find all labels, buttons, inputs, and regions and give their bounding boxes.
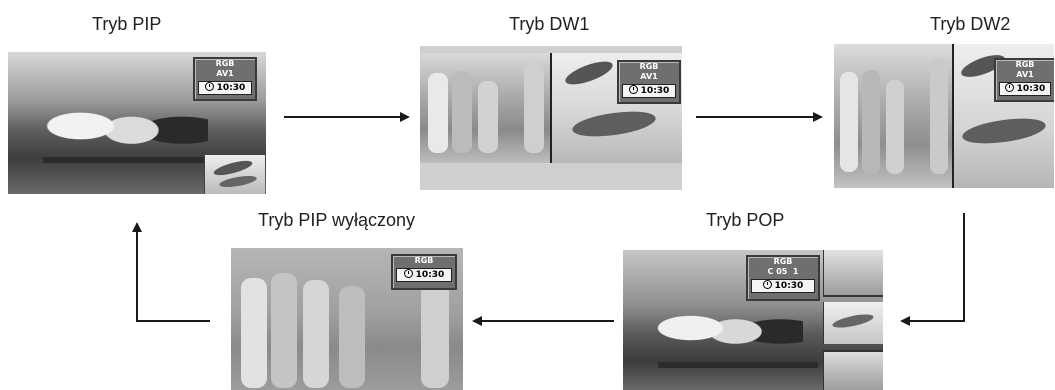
title-dw2: Tryb DW2: [930, 14, 1011, 34]
bench: [43, 157, 218, 163]
osd-clock: 10:30: [622, 84, 676, 98]
screen-pip-off: RGB 10:30: [231, 248, 463, 390]
osd-channel: C 05 1: [767, 267, 799, 276]
arrow-dw2-to-pop: [900, 213, 965, 326]
osd-source-sub: AV1: [640, 72, 658, 81]
left-picture-children: [834, 44, 952, 188]
title-pop: Tryb POP: [706, 210, 785, 230]
pop-thumbnail-1: [823, 250, 883, 297]
osd-pop: RGB C 05 1 10:30: [746, 255, 820, 301]
osd-source-sub: AV1: [1016, 70, 1034, 79]
osd-pip: RGB AV1 10:30: [193, 57, 257, 101]
title-pip: Tryb PIP: [92, 14, 162, 34]
osd-pip-off: RGB 10:30: [391, 254, 457, 290]
clock-icon: [1004, 83, 1014, 92]
split-divider: [952, 44, 954, 188]
osd-clock: 10:30: [751, 279, 815, 293]
osd-time: 10:30: [415, 270, 445, 280]
left-picture-children: [420, 53, 550, 163]
osd-dw1: RGB AV1 10:30: [617, 60, 681, 104]
title-dw1: Tryb DW1: [509, 14, 590, 34]
osd-source-main: RGB: [1015, 60, 1035, 69]
osd-source-main: RGB: [773, 257, 793, 266]
clock-icon: [628, 85, 638, 94]
osd-time: 10:30: [640, 86, 670, 96]
clock-icon: [204, 82, 214, 91]
screen-pip: RGB AV1 10:30: [8, 52, 266, 194]
screen-dw1: RGB AV1 10:30: [420, 46, 682, 190]
screen-pop: RGB C 05 1 10:30: [623, 250, 883, 390]
clock-icon: [762, 280, 772, 289]
osd-time: 10:30: [774, 281, 804, 291]
osd-clock: 10:30: [396, 268, 452, 282]
osd-source-main: RGB: [639, 62, 659, 71]
main-picture-people: [38, 92, 208, 177]
arrow-off-to-pip: [132, 222, 210, 322]
split-divider: [550, 53, 552, 163]
title-pip-off: Tryb PIP wyłączony: [258, 210, 416, 230]
main-picture-people: [653, 300, 803, 370]
osd-time: 10:30: [1016, 84, 1046, 94]
sub-picture-dolphin: [204, 154, 265, 194]
osd-clock: 10:30: [198, 81, 252, 95]
osd-source-sub: AV1: [216, 69, 234, 78]
screen-dw2: RGB AV1 10:30: [834, 44, 1054, 188]
osd-clock: 10:30: [999, 82, 1051, 96]
clock-icon: [403, 269, 413, 278]
osd-source-main: RGB: [215, 59, 235, 68]
osd-time: 10:30: [216, 83, 246, 93]
osd-source-main: RGB: [414, 256, 434, 265]
bench: [658, 362, 818, 368]
pop-thumbnail-3: [823, 350, 883, 390]
osd-dw2: RGB AV1 10:30: [994, 58, 1054, 102]
pop-thumbnail-2: [823, 302, 883, 344]
